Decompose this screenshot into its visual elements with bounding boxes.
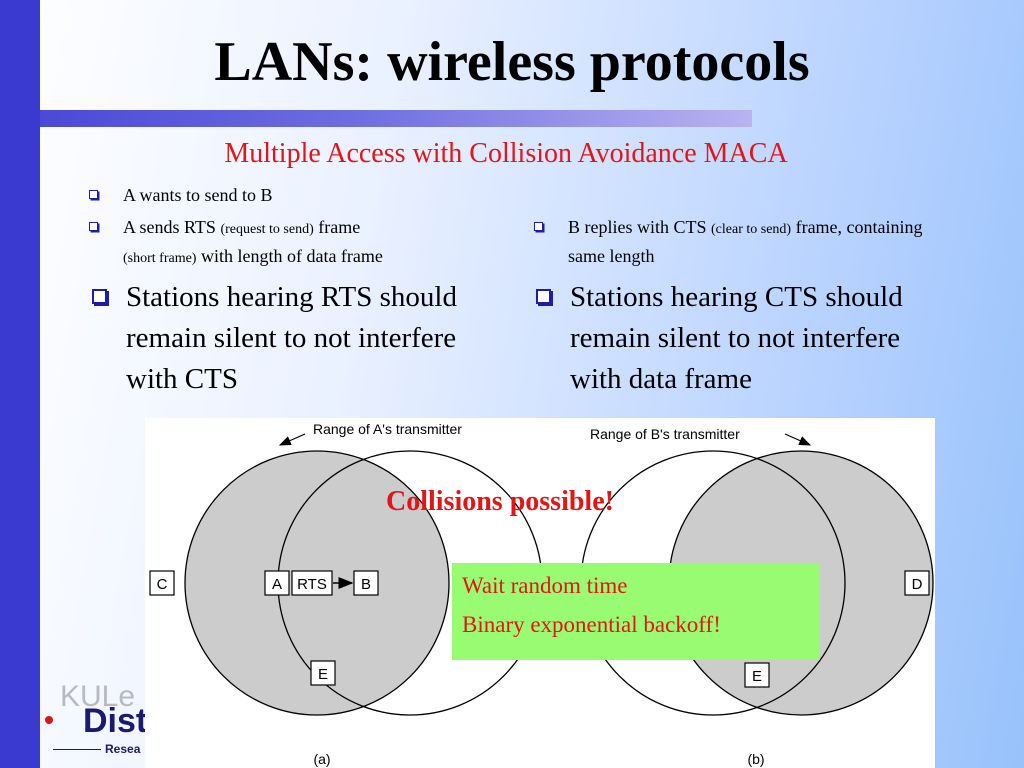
text-run-small: (clear to send) <box>711 222 792 237</box>
rts-frame-box <box>291 570 333 596</box>
bullet-text: Stations hearing CTS should remain silen… <box>570 281 903 395</box>
node-e-left-box <box>310 660 336 686</box>
range-a-outline <box>184 450 450 716</box>
slide-title: LANs: wireless protocols <box>214 31 810 93</box>
logo-text-bottom: Resea <box>105 742 141 756</box>
node-e-left: E <box>318 666 328 683</box>
text-run-small: (short frame) <box>123 251 197 266</box>
note-line-2: Binary exponential backoff! <box>462 612 721 637</box>
bullet-b-replies-cts: B replies with CTS (clear to send) frame… <box>534 214 954 268</box>
caption-b: (b) <box>747 751 764 767</box>
logo-text-top: KULe <box>60 680 136 713</box>
rts-frame-label: RTS <box>297 576 327 593</box>
logo-rule <box>53 749 101 750</box>
square-bullet-icon <box>89 222 98 231</box>
square-bullet-icon <box>536 289 551 304</box>
bullet-text: A wants to send to B <box>123 185 273 205</box>
bullet-text: A sends RTS (request to send) frame (shor… <box>123 214 513 272</box>
node-c: C <box>157 576 168 593</box>
node-b: B <box>361 576 371 593</box>
bullet-text: Stations hearing RTS should remain silen… <box>126 281 457 395</box>
node-d-box <box>904 570 930 596</box>
text-run: frame <box>313 217 361 237</box>
square-bullet-icon <box>92 289 107 304</box>
left-accent-bar <box>0 0 40 768</box>
slide-subtitle: Multiple Access with Collision Avoidance… <box>224 138 788 169</box>
text-run-small: (request to send) <box>220 222 314 237</box>
bullet-text: B replies with CTS (clear to send) frame… <box>568 214 948 270</box>
maca-diagram: Range of A's transmitter Range of B's tr… <box>145 418 935 768</box>
node-e-right: E <box>752 668 762 685</box>
range-b-label: Range of B's transmitter <box>590 426 740 442</box>
collision-warning: Collisions possible! <box>386 486 614 517</box>
university-logo: KULe Distr Resea <box>45 680 160 760</box>
text-run: with length of data frame <box>196 246 383 266</box>
text-run: B replies with CTS <box>568 217 711 237</box>
node-a: A <box>272 576 282 593</box>
bullet-a-sends-rts: A sends RTS (request to send) frame (shor… <box>89 214 509 268</box>
square-bullet-icon <box>89 190 98 199</box>
logo-dot-icon <box>45 716 53 724</box>
node-e-right-box <box>744 662 770 688</box>
text-run: frame, containing same length <box>568 217 923 266</box>
range-a-label: Range of A's transmitter <box>313 421 462 437</box>
node-b-box <box>353 570 379 596</box>
node-d: D <box>912 576 923 593</box>
bullet-stations-hearing-cts: Stations hearing CTS should remain silen… <box>536 277 956 402</box>
title-underline-bar <box>40 110 752 127</box>
range-a-arrow <box>278 433 306 446</box>
note-line-1: Wait random time <box>462 573 628 598</box>
square-bullet-icon <box>534 222 543 231</box>
node-a-box <box>264 570 290 596</box>
text-run: A sends RTS <box>123 217 221 237</box>
bullet-stations-hearing-rts: Stations hearing RTS should remain silen… <box>92 277 512 402</box>
node-c-box <box>149 570 175 596</box>
caption-a: (a) <box>313 751 330 767</box>
range-b-arrow <box>784 433 812 446</box>
backoff-note-box: Wait random time Binary exponential back… <box>452 563 820 660</box>
